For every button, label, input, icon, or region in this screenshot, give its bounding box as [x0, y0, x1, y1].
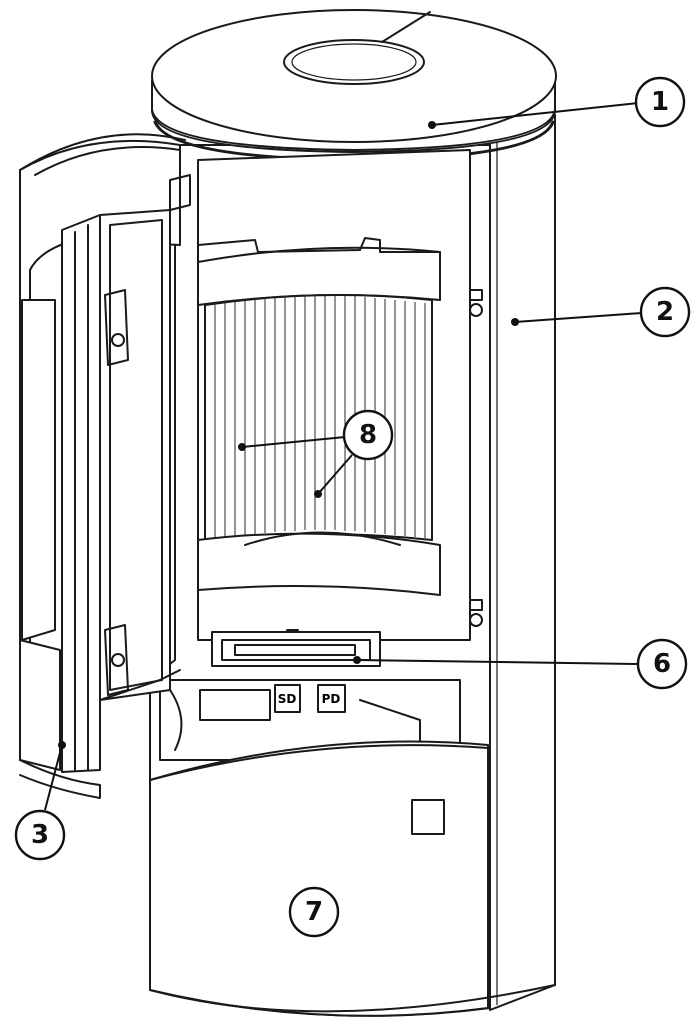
lower-door	[149, 740, 556, 1017]
svg-text:6: 6	[653, 649, 671, 679]
callout-2: 2	[511, 286, 691, 338]
open-door	[19, 133, 191, 799]
callouts: 1 2 3 6 7	[14, 76, 691, 938]
firebox	[197, 149, 483, 641]
air-control-handle	[211, 629, 381, 667]
right-knob-label: PD	[322, 692, 341, 706]
svg-text:3: 3	[31, 820, 49, 850]
callout-1: 1	[428, 76, 686, 129]
callout-7: 7	[288, 886, 340, 938]
left-knob-label: SD	[278, 692, 297, 706]
top-plate	[151, 9, 557, 162]
svg-text:1: 1	[651, 87, 669, 117]
svg-text:7: 7	[305, 897, 323, 927]
svg-text:8: 8	[359, 420, 377, 450]
svg-text:2: 2	[656, 297, 674, 327]
callout-8: 8	[238, 409, 394, 498]
callout-3: 3	[14, 741, 66, 861]
callout-6: 6	[353, 638, 688, 690]
